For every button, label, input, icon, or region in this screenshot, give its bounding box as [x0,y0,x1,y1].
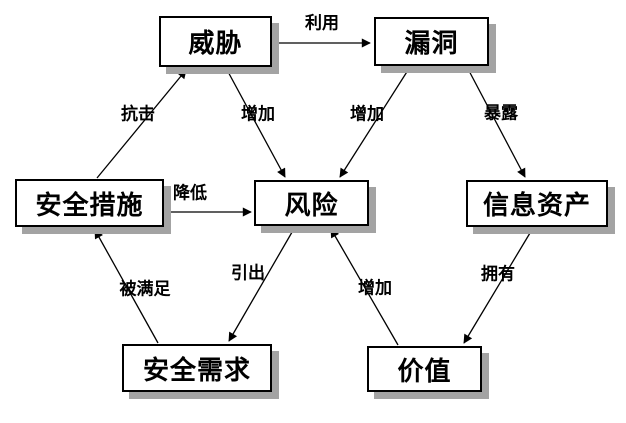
edge-label-expose: 暴露 [484,103,518,123]
edge-assets-value [463,227,534,344]
edge-label-own: 拥有 [481,264,515,284]
node-security-measures-label: 安全措施 [35,189,144,220]
edge-threat-risk [225,67,286,178]
node-information-assets: 信息资产 [466,180,608,227]
node-value: 价值 [367,346,482,392]
node-security-requirements-label: 安全需求 [142,354,251,385]
edge-label-resist: 抗击 [121,104,155,124]
node-value-label: 价值 [397,355,452,386]
edge-label-lead-to: 引出 [231,263,265,283]
edge-value-risk [330,228,399,346]
edge-label-increase-3: 增加 [358,278,392,298]
edge-vulnerability-assets [466,66,526,178]
node-risk-label: 风险 [284,189,339,220]
edge-vulnerability-risk [339,66,411,178]
node-information-assets-label: 信息资产 [482,190,591,220]
node-vulnerability-label: 漏洞 [404,28,459,58]
edge-requirements-measures [94,229,159,344]
edge-label-be-satisfied: 被满足 [119,279,171,299]
node-risk: 风险 [254,180,369,226]
node-threat-label: 威胁 [188,28,243,58]
node-threat: 威胁 [159,16,272,67]
edge-label-reduce: 降低 [173,183,207,203]
edge-label-exploit: 利用 [305,13,339,33]
node-vulnerability: 漏洞 [374,17,489,66]
node-security-requirements: 安全需求 [122,344,272,392]
edge-label-increase-1: 增加 [241,104,275,124]
edge-risk-requirements [228,226,296,342]
edge-label-increase-2: 增加 [350,104,384,124]
node-security-measures: 安全措施 [15,179,164,227]
edge-measures-threat [96,69,187,179]
